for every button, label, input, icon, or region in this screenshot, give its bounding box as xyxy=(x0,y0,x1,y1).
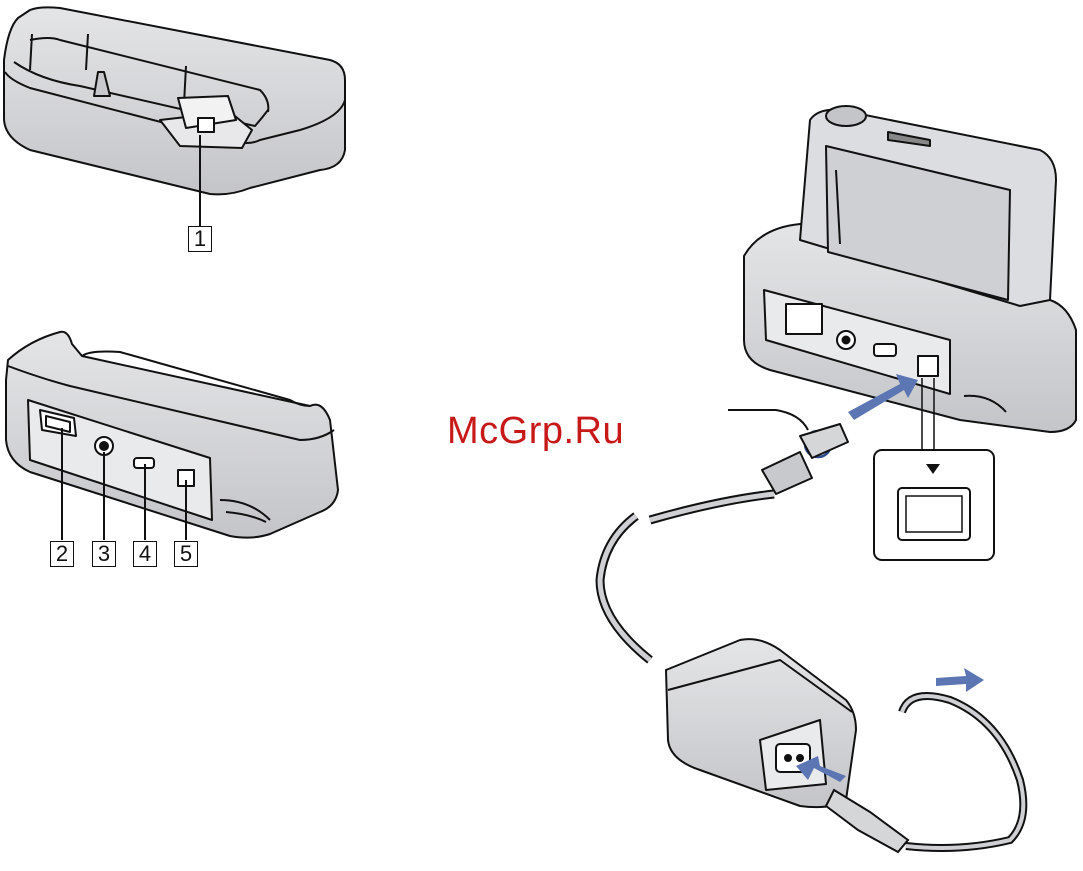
watermark-text: McGrp.Ru xyxy=(447,410,624,453)
callout-2: 2 xyxy=(50,541,74,567)
ac-adapter xyxy=(666,639,856,807)
outlet-arrow-icon xyxy=(936,668,984,692)
dock-top-view xyxy=(4,7,345,194)
dock-front-view xyxy=(6,332,338,538)
callout-1: 1 xyxy=(188,226,212,252)
usb-cable xyxy=(600,410,848,660)
callout-3: 3 xyxy=(92,541,116,567)
callout-5: 5 xyxy=(174,541,198,567)
callout-4: 4 xyxy=(133,541,157,567)
